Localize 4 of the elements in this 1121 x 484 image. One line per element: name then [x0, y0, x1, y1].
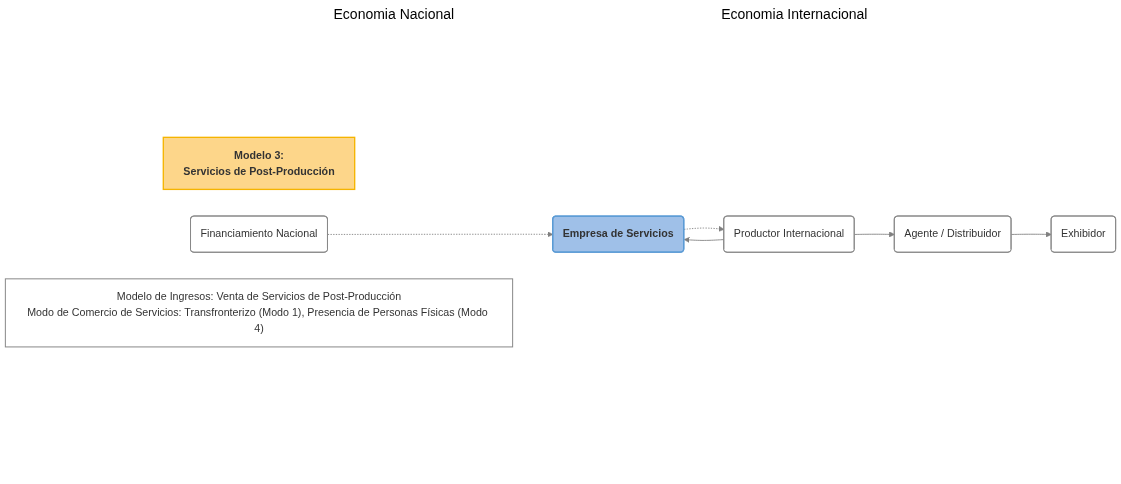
- column-heading: Economia Nacional: [333, 6, 455, 22]
- node-box: Modelo de Ingresos: Venta de Servicios de Post-Producción Modo de Comercio de Servicios: Transfronterizo (Modo 1), Presencia de Personas Físicas (Modo 4): [4, 278, 514, 348]
- node-box: Modelo 3: Servicios de Post-Producción: [162, 136, 356, 190]
- column-heading: Economia Internacional: [721, 6, 868, 22]
